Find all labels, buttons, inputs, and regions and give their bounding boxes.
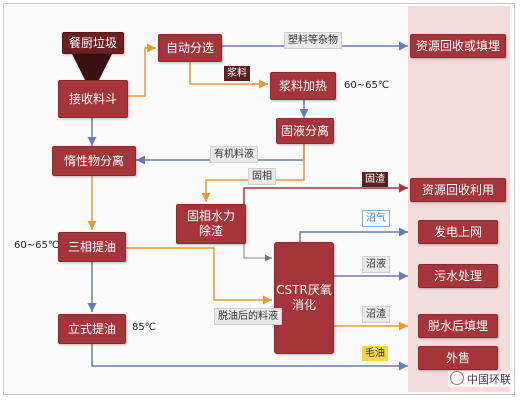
temp-three-phase: 60~65℃ — [14, 240, 60, 251]
watermark: 中国环联 — [448, 371, 513, 387]
node-dewater-landfill: 脱水后填埋 — [418, 314, 498, 338]
node-wastewater-treatment: 污水处理 — [418, 264, 498, 288]
arrow-hopper-to-sorting — [128, 43, 156, 97]
arrow-vertical-to-sale — [91, 344, 408, 371]
watermark-text: 中国环联 — [467, 373, 511, 386]
node-receiving-hopper: 接收料斗 — [58, 80, 128, 118]
node-three-phase-oil: 三相提油 — [58, 232, 126, 262]
label-de-oiled-slurry: 脱油后的料液 — [214, 308, 282, 325]
node-resource-recycle-landfill: 资源回收或填埋 — [410, 34, 506, 58]
cstr-line1: CSTR厌氧 — [276, 283, 332, 297]
node-external-sale: 外售 — [418, 346, 498, 370]
arrow-sorting-to-heating — [189, 62, 268, 89]
label-solid-phase: 固相 — [248, 168, 276, 185]
node-vertical-oil: 立式提油 — [58, 314, 126, 344]
label-crude-oil: 毛油 — [362, 346, 388, 361]
temp-vertical: 85℃ — [132, 322, 156, 333]
temp-heating: 60~65℃ — [344, 80, 390, 91]
label-slurry: 浆料 — [224, 66, 250, 81]
arrow-threephase-to-cstr — [126, 247, 272, 305]
label-organic-slurry: 有机料液 — [210, 146, 258, 163]
node-resource-recycle-use: 资源回收利用 — [410, 178, 506, 202]
node-solid-liquid-separation: 固液分离 — [276, 118, 334, 144]
node-inert-separation: 惰性物分离 — [52, 146, 136, 176]
node-cstr-digestion: CSTR厌氧 消化 — [274, 242, 334, 354]
label-digestate-liquid: 沼液 — [362, 256, 390, 273]
node-power-grid: 发电上网 — [418, 220, 498, 244]
label-solid-residue: 固渣 — [362, 172, 388, 187]
node-slurry-heating: 浆料加热 — [270, 72, 336, 100]
node-auto-sorting: 自动分选 — [158, 34, 222, 62]
node-solid-hydro-deslagging: 固相水力除渣 — [176, 204, 246, 244]
node-kitchen-waste: 餐厨垃圾 — [62, 32, 124, 54]
cstr-line2: 消化 — [291, 298, 316, 312]
label-biogas: 沼气 — [362, 210, 390, 227]
label-digestate-residue: 沼渣 — [362, 306, 390, 323]
label-plastic-debris: 塑料等杂物 — [284, 32, 342, 49]
wechat-icon — [450, 371, 464, 385]
arrow-cstr-to-power — [299, 227, 408, 242]
arrow-deslagging-to-cstr — [243, 242, 272, 262]
